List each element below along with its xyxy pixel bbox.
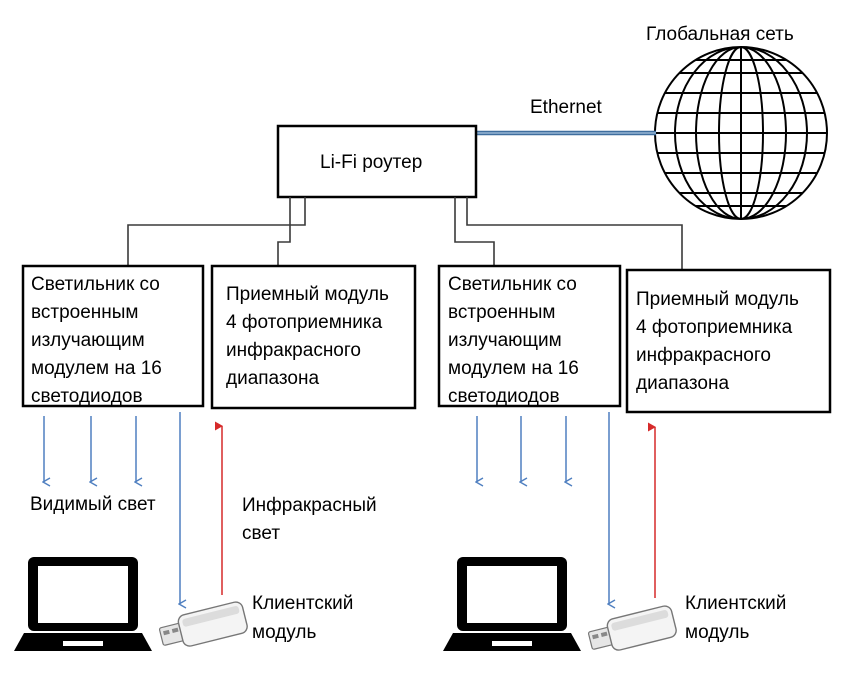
internet-label: Глобальная сеть (646, 24, 794, 45)
laptop-icon (14, 557, 152, 651)
emitter-box-2 (437, 264, 622, 408)
globe-icon (654, 46, 828, 220)
emitter-text-2: Светильник со встроенным излучающим моду… (448, 274, 584, 407)
wire-emitter-1 (127, 197, 306, 266)
laptop-icon (443, 557, 581, 651)
visible-light-arrows-1 (44, 412, 180, 604)
infrared-label: Инфракрасный свет (242, 495, 382, 544)
ethernet-label: Ethernet (530, 97, 603, 118)
visible-light-arrows-2 (477, 412, 609, 604)
visible-light-label: Видимый свет (30, 494, 156, 515)
usb-dongle-icon (587, 605, 677, 651)
receiver-box-1 (210, 264, 417, 410)
client-module-label-1: Клиентский модуль (252, 593, 359, 643)
client-module-label-2: Клиентский модуль (685, 593, 792, 643)
emitter-text-1: Светильник со встроенным излучающим моду… (31, 274, 167, 407)
receiver-text-2: Приемный модуль 4 фотоприемника инфракра… (636, 289, 804, 394)
wire-emitter-2 (454, 197, 495, 266)
router-box (276, 124, 478, 199)
receiver-box-2 (625, 268, 832, 414)
wire-receiver-2 (466, 197, 683, 270)
usb-dongle-icon (158, 601, 248, 647)
router-label: Li-Fi роутер (320, 152, 422, 173)
receiver-text-1: Приемный модуль 4 фотоприемника инфракра… (226, 284, 394, 389)
emitter-box-1 (21, 264, 205, 408)
router-connections (127, 197, 683, 270)
wire-receiver-1 (277, 197, 291, 266)
